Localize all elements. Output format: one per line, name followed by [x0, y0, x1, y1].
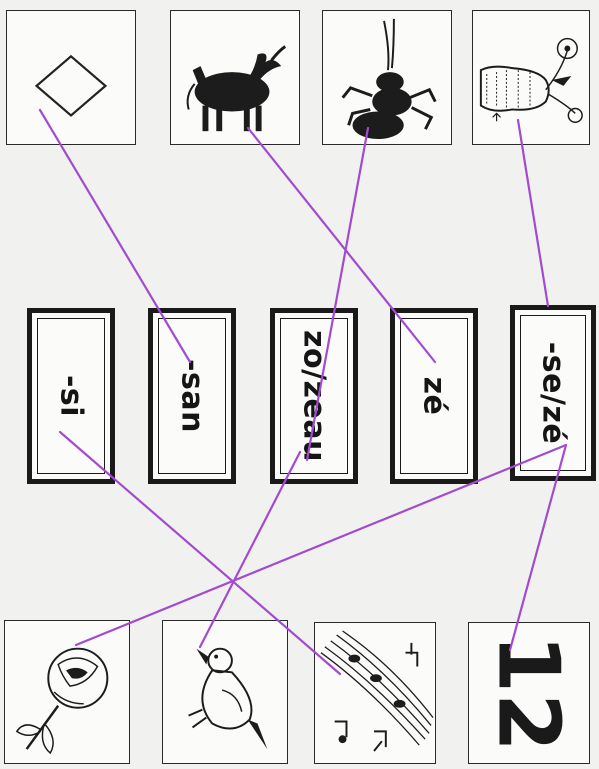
music-notes-icon: [315, 623, 435, 763]
picture-ox[interactable]: [170, 10, 300, 145]
syllable-card-ze[interactable]: zé: [390, 308, 478, 484]
diamond-icon: [7, 11, 135, 144]
match-line-vase-seze: [518, 120, 548, 306]
picture-diamond[interactable]: [6, 10, 136, 145]
bird-icon: [163, 621, 287, 763]
rose-icon: [5, 621, 129, 763]
syllable-label: -se/zé: [536, 342, 571, 444]
ox-icon: [171, 11, 299, 144]
picture-bird[interactable]: [162, 620, 288, 764]
syllable-card-san[interactable]: -san: [148, 308, 236, 484]
picture-number-twelve[interactable]: 12: [468, 622, 590, 764]
number-twelve-text: 12: [480, 634, 579, 752]
syllable-label: zo/zeau: [297, 330, 332, 462]
vase-with-flowers-icon: [473, 11, 589, 144]
syllable-card-se-ze[interactable]: -se/zé: [510, 305, 596, 481]
syllable-card-zo-zeau[interactable]: zo/zeau: [270, 308, 358, 484]
picture-vase-with-flowers[interactable]: [472, 10, 590, 145]
syllable-label: zé: [417, 377, 452, 416]
ant-icon: [323, 11, 451, 144]
number-twelve-icon: 12: [469, 623, 589, 763]
picture-music-notes[interactable]: [314, 622, 436, 764]
syllable-label: -si: [54, 375, 89, 417]
picture-ant[interactable]: [322, 10, 452, 145]
syllable-label: -san: [175, 359, 210, 433]
picture-rose[interactable]: [4, 620, 130, 764]
syllable-card-si[interactable]: -si: [27, 308, 115, 484]
